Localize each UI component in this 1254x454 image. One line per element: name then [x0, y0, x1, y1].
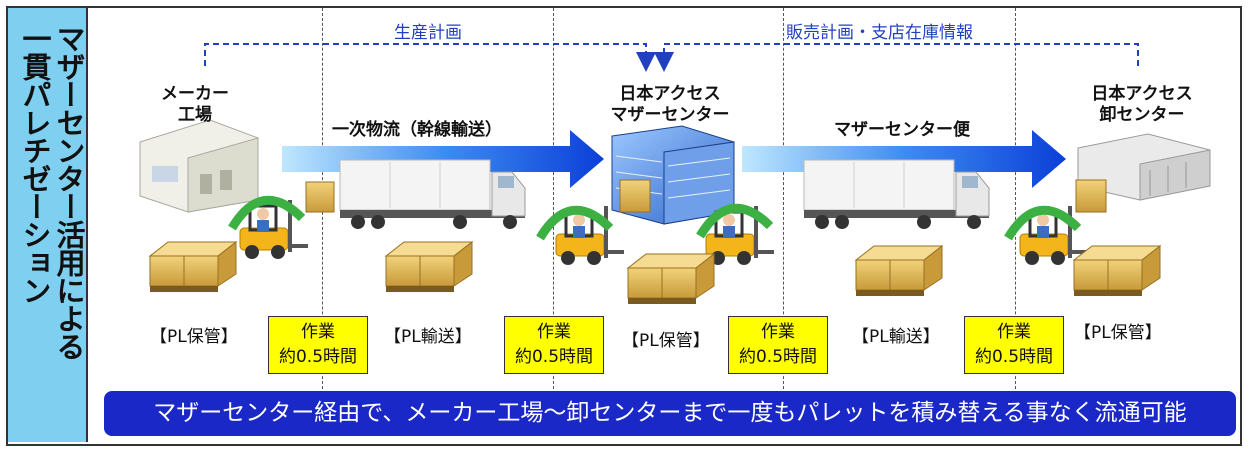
pallet-boxes-icon	[855, 245, 943, 297]
pl-storage-label: 【PL保管】	[622, 331, 710, 351]
wholesale-center-building-icon	[1077, 133, 1211, 201]
mother-route-label: マザーセンター便	[834, 120, 970, 140]
pl-storage-label: 【PL保管】	[1074, 323, 1162, 343]
sales-plan-label: 販売計画・支店在庫情報	[786, 23, 973, 43]
sales-plan-line	[654, 43, 1139, 72]
work-duration: 約0.5時間	[278, 347, 358, 367]
maker-label-line2: 工場	[178, 105, 212, 125]
factory-icon	[139, 119, 259, 213]
mother-label-line2: マザーセンター	[610, 105, 730, 125]
column-divider	[553, 8, 554, 394]
sidebar-title-line2: 一貫パレチゼーション	[18, 24, 52, 304]
maker-factory-label: メーカー 工場	[150, 84, 240, 126]
work-label: 作業	[997, 322, 1031, 342]
work-label: 作業	[301, 322, 335, 342]
wholesale-center-label: 日本アクセス 卸センター	[1072, 84, 1212, 126]
pallet-boxes-icon	[149, 241, 237, 293]
work-time-box: 作業 約0.5時間	[504, 316, 604, 374]
summary-banner: マザーセンター経由で、メーカー工場～卸センターまで一度もパレットを積み替える事な…	[104, 391, 1236, 436]
work-time-box: 作業 約0.5時間	[268, 316, 368, 374]
work-time-box: 作業 約0.5時間	[964, 316, 1064, 374]
column-divider	[1015, 8, 1016, 394]
pallet-boxes-icon	[1073, 245, 1161, 297]
pallet-boxes-icon	[627, 253, 715, 305]
sidebar-title-line1: マザーセンター活用による	[52, 24, 86, 360]
sidebar-title-panel: マザーセンター活用による 一貫パレチゼーション	[8, 8, 88, 442]
work-duration: 約0.5時間	[514, 347, 594, 367]
work-duration: 約0.5時間	[738, 347, 818, 367]
primary-flow-arrow	[282, 130, 604, 188]
production-plan-line	[204, 43, 656, 72]
wholesale-label-line2: 卸センター	[1099, 105, 1185, 125]
pallet-boxes-icon	[385, 241, 473, 293]
work-label: 作業	[761, 322, 795, 342]
mother-route-arrow	[742, 130, 1066, 188]
work-time-box: 作業 約0.5時間	[728, 316, 828, 374]
mother-label-line1: 日本アクセス	[619, 84, 721, 104]
work-duration: 約0.5時間	[974, 347, 1054, 367]
primary-flow-label: 一次物流（幹線輸送）	[332, 120, 502, 140]
pl-transport-label: 【PL輸送】	[384, 327, 472, 347]
mother-center-label: 日本アクセス マザーセンター	[600, 84, 740, 126]
wholesale-label-line1: 日本アクセス	[1091, 84, 1193, 104]
column-divider	[783, 8, 784, 394]
maker-label-line1: メーカー	[161, 84, 229, 104]
work-label: 作業	[537, 322, 571, 342]
production-plan-label: 生産計画	[394, 23, 462, 43]
pl-transport-label: 【PL輸送】	[852, 327, 940, 347]
pl-storage-label: 【PL保管】	[150, 327, 238, 347]
